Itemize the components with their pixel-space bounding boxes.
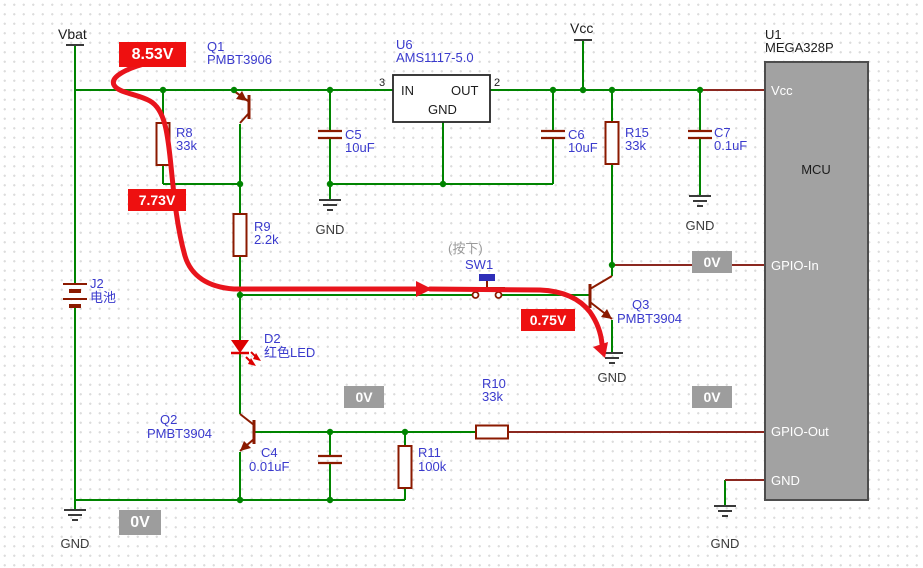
c6-ref-label: C6 — [568, 127, 585, 142]
gnd-symbol-battery — [64, 509, 86, 521]
r11-value-label: 100k — [418, 459, 447, 474]
gnd-text-c5: GND — [315, 222, 345, 237]
voltage-badge-q3: 0.75V — [521, 309, 575, 331]
mcu-nets — [508, 89, 765, 481]
u6-pin-out-label: OUT — [451, 83, 479, 98]
r8-value-label: 33k — [176, 138, 197, 153]
battery-j2 — [63, 283, 87, 308]
sw1-ref-label: SW1 — [465, 257, 494, 272]
current-flow-arrow — [110, 59, 608, 358]
vbat-label: Vbat — [58, 26, 87, 42]
voltage-badge-base: 7.73V — [128, 189, 186, 211]
capacitor-c5 — [318, 129, 342, 140]
transistor-q1 — [233, 90, 251, 124]
mcu-u1-body — [764, 61, 869, 501]
zero-volt-badge-gpio-in: 0V — [692, 251, 732, 273]
u1-core-label: MCU — [801, 162, 831, 177]
j2-ref-label: J2 — [90, 276, 104, 291]
u6-pin-number-in: 3 — [379, 77, 386, 89]
c7-value-label: 0.1uF — [714, 138, 748, 153]
gnd-symbol-mcu — [714, 505, 736, 517]
capacitor-c6 — [541, 129, 565, 140]
q1-ref-label: Q1 — [207, 39, 225, 54]
u1-pin-gpio-out-label: GPIO-Out — [771, 424, 829, 439]
gnd-symbol-c7 — [689, 195, 711, 207]
q3-value-label: PMBT3904 — [617, 311, 683, 326]
r10-value-label: 33k — [482, 389, 503, 404]
led-d2 — [231, 340, 261, 366]
u6-ref-label: U6 — [396, 37, 413, 52]
r10-ref-label: R10 — [482, 376, 506, 391]
r15-value-label: 33k — [625, 138, 646, 153]
gnd-text-q3: GND — [597, 370, 627, 385]
zero-volt-badge-base: 0V — [344, 386, 384, 408]
vcc-label: Vcc — [570, 20, 594, 36]
zero-volt-badge-gpio-out: 0V — [692, 386, 732, 408]
resistor-r9 — [232, 213, 248, 257]
q2-ref-label: Q2 — [160, 412, 178, 427]
q3-ref-label: Q3 — [632, 297, 650, 312]
u6-pin-number-out: 2 — [494, 77, 501, 89]
gnd-symbol-c5 — [319, 199, 341, 211]
zero-volt-badge-battery: 0V — [119, 510, 161, 535]
junction-dots — [159, 86, 704, 504]
u1-pin-gnd-label: GND — [771, 473, 800, 488]
c6-value-label: 10uF — [568, 140, 598, 155]
resistor-r11 — [397, 445, 413, 489]
transistor-q3 — [588, 275, 613, 320]
transistor-q2 — [239, 413, 256, 452]
u6-pin-in-label: IN — [401, 83, 414, 98]
u1-pin-vcc-label: Vcc — [771, 83, 793, 98]
voltage-badge-vbat: 8.53V — [119, 42, 186, 67]
d2-ref-label: D2 — [264, 331, 281, 346]
r11-ref-label: R11 — [418, 445, 441, 460]
u1-value-label: MEGA328P — [765, 40, 834, 55]
j2-value-label: 电池 — [90, 290, 117, 305]
regulator-u6-body — [392, 74, 491, 123]
r15-ref-label: R15 — [625, 125, 649, 140]
u1-ref-label: U1 — [765, 27, 782, 42]
c4-value-label: 0.01uF — [249, 459, 290, 474]
q2-value-label: PMBT3904 — [147, 426, 213, 441]
u6-pin-gnd-label: GND — [428, 102, 457, 117]
resistor-r15 — [604, 121, 620, 165]
gnd-text-c7: GND — [685, 218, 715, 233]
r9-ref-label: R9 — [254, 219, 271, 234]
u6-value-label: AMS1117-5.0 — [396, 50, 474, 65]
capacitor-c7 — [688, 129, 712, 140]
c5-ref-label: C5 — [345, 127, 362, 142]
switch-sw1 — [469, 274, 505, 299]
sw1-pressed-note: (按下) — [448, 241, 483, 256]
capacitor-c4 — [318, 454, 342, 465]
q1-value-label: PMBT3906 — [207, 52, 273, 67]
c4-ref-label: C4 — [261, 445, 278, 460]
resistor-r10 — [475, 424, 509, 440]
gnd-text-battery: GND — [60, 536, 90, 551]
d2-value-label: 红色LED — [264, 345, 316, 360]
r8-ref-label: R8 — [176, 125, 193, 140]
c7-ref-label: C7 — [714, 125, 731, 140]
c5-value-label: 10uF — [345, 140, 375, 155]
r9-value-label: 2.2k — [254, 232, 279, 247]
gnd-text-mcu: GND — [710, 536, 740, 551]
u1-pin-gpio-in-label: GPIO-In — [771, 258, 819, 273]
